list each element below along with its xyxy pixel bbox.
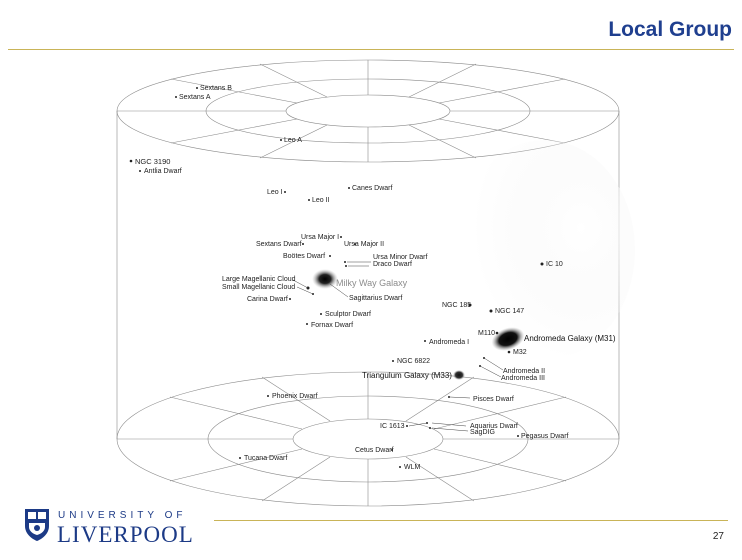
label-m32: M32 (513, 349, 527, 356)
label-small-magellanic-cloud: Small Magellanic Cloud (222, 284, 295, 291)
label-large-magellanic-cloud: Large Magellanic Cloud (222, 276, 296, 283)
label-bootes-dwarf: Boötes Dwarf (283, 253, 325, 260)
label-ngc-6822: NGC 6822 (397, 358, 430, 365)
bottom-disc (116, 371, 620, 507)
galaxy-dots (129, 87, 544, 468)
label-andromeda-galaxy: Andromeda Galaxy (M31) (524, 334, 616, 343)
label-sagittarius-dwarf: Sagittarius Dwarf (349, 295, 402, 302)
label-ic-10: IC 10 (546, 261, 563, 268)
andromeda-blob (491, 327, 525, 351)
page-number: 27 (712, 531, 724, 542)
label-andromeda-ii: Andromeda II (503, 368, 545, 375)
label-leo-a: Leo A (284, 137, 302, 144)
label-carina-dwarf: Carina Dwarf (247, 296, 288, 303)
slide-title: Local Group (608, 18, 732, 41)
logo-university-of: UNIVERSITY OF (58, 510, 187, 521)
label-ursa-minor-dwarf: Ursa Minor Dwarf (373, 254, 428, 261)
label-antlia-dwarf: Antlia Dwarf (144, 168, 182, 175)
label-sagdig: SagDIG (470, 429, 495, 436)
label-sextans-b: Sextans B (200, 85, 232, 92)
label-leo-ii: Leo II (312, 197, 330, 204)
label-andromeda-iii: Andromeda III (501, 375, 545, 382)
university-logo: UNIVERSITY OF LIVERPOOL (24, 508, 224, 548)
title-divider (8, 49, 734, 50)
label-pisces-dwarf: Pisces Dwarf (473, 396, 514, 403)
leader-lines (292, 261, 504, 432)
label-leo-i: Leo I (267, 189, 283, 196)
milky-way-blob (312, 269, 338, 289)
label-ursa-major-ii: Ursa Major II (344, 241, 384, 248)
label-milky-way-galaxy: Milky Way Galaxy (336, 278, 408, 288)
label-andromeda-i: Andromeda I (429, 339, 469, 346)
label-ic-1613: IC 1613 (380, 423, 405, 430)
triangulum-blob (453, 370, 465, 380)
label-m110: M110 (478, 330, 495, 337)
label-sextans-a: Sextans A (179, 94, 211, 101)
label-ngc-185: NGC 185 (442, 302, 471, 309)
label-fornax-dwarf: Fornax Dwarf (311, 322, 353, 329)
label-ursa-major-i: Ursa Major I (301, 234, 339, 241)
label-canes-dwarf: Canes Dwarf (352, 185, 393, 192)
label-draco-dwarf: Draco Dwarf (373, 261, 412, 268)
label-cetus-dwarf: Cetus Dwarf (355, 447, 394, 454)
label-aquarius-dwarf: Aquarius Dwarf (470, 423, 518, 430)
label-sculptor-dwarf: Sculptor Dwarf (325, 311, 371, 318)
label-triangulum-galaxy: Triangulum Galaxy (M33) (362, 371, 452, 380)
label-pegasus-dwarf: Pegasus Dwarf (521, 433, 569, 440)
label-wlm: WLM (404, 464, 421, 471)
label-tucana-dwarf: Tucana Dwarf (244, 455, 287, 462)
label-ngc-3190: NGC 3190 (135, 157, 170, 166)
label-ngc-147: NGC 147 (495, 308, 524, 315)
footer-divider (214, 520, 728, 521)
label-sextans-dwarf: Sextans Dwarf (256, 241, 302, 248)
logo-liverpool: LIVERPOOL (57, 522, 194, 547)
shield-icon (25, 509, 49, 541)
label-phoenix-dwarf: Phoenix Dwarf (272, 393, 318, 400)
